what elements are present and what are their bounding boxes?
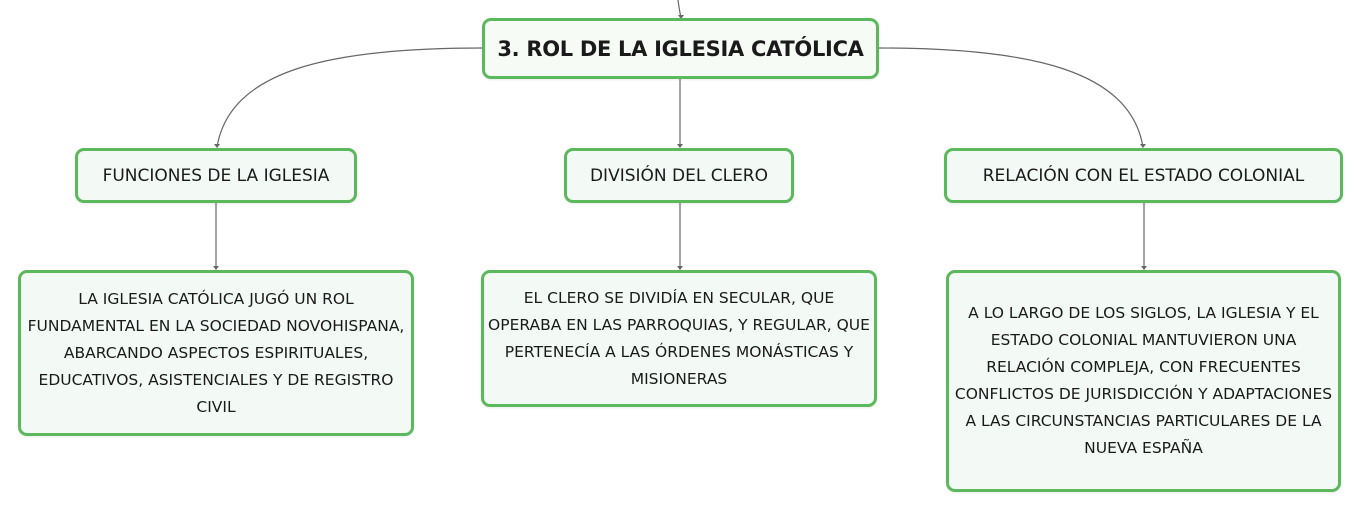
connector-root-to-relacion — [878, 47, 1144, 148]
topic-label: FUNCIONES DE LA IGLESIA — [102, 165, 330, 186]
arrowhead-parent — [678, 15, 684, 19]
root-node[interactable]: 3. ROL DE LA IGLESIA CATÓLICA — [482, 18, 879, 79]
topic-node-division[interactable]: DIVISIÓN DEL CLERO — [564, 148, 794, 203]
arrowhead-relacion — [1140, 144, 1146, 148]
detail-node-division[interactable]: EL CLERO SE DIVIDÍA EN SECULAR, QUE OPER… — [481, 270, 877, 407]
root-label: 3. ROL DE LA IGLESIA CATÓLICA — [497, 36, 864, 61]
detail-node-relacion[interactable]: A LO LARGO DE LOS SIGLOS, LA IGLESIA Y E… — [946, 270, 1341, 492]
arrowhead-division-detail — [677, 266, 683, 270]
connector-root-to-funciones — [216, 47, 483, 148]
detail-text: EL CLERO SE DIVIDÍA EN SECULAR, QUE OPER… — [488, 288, 870, 388]
arrowhead-relacion-detail — [1141, 266, 1147, 270]
topic-label: RELACIÓN CON EL ESTADO COLONIAL — [982, 165, 1305, 186]
arrowhead-funciones-detail — [213, 266, 219, 270]
detail-text: A LO LARGO DE LOS SIGLOS, LA IGLESIA Y E… — [954, 304, 1333, 457]
topic-label: DIVISIÓN DEL CLERO — [589, 165, 769, 186]
detail-text: LA IGLESIA CATÓLICA JUGÓ UN ROL FUNDAMEN… — [27, 289, 405, 416]
arrowhead-funciones — [214, 144, 220, 148]
topic-node-relacion[interactable]: RELACIÓN CON EL ESTADO COLONIAL — [944, 148, 1343, 203]
topic-node-funciones[interactable]: FUNCIONES DE LA IGLESIA — [75, 148, 357, 203]
arrowhead-division — [677, 144, 683, 148]
detail-node-funciones[interactable]: LA IGLESIA CATÓLICA JUGÓ UN ROL FUNDAMEN… — [18, 270, 414, 436]
